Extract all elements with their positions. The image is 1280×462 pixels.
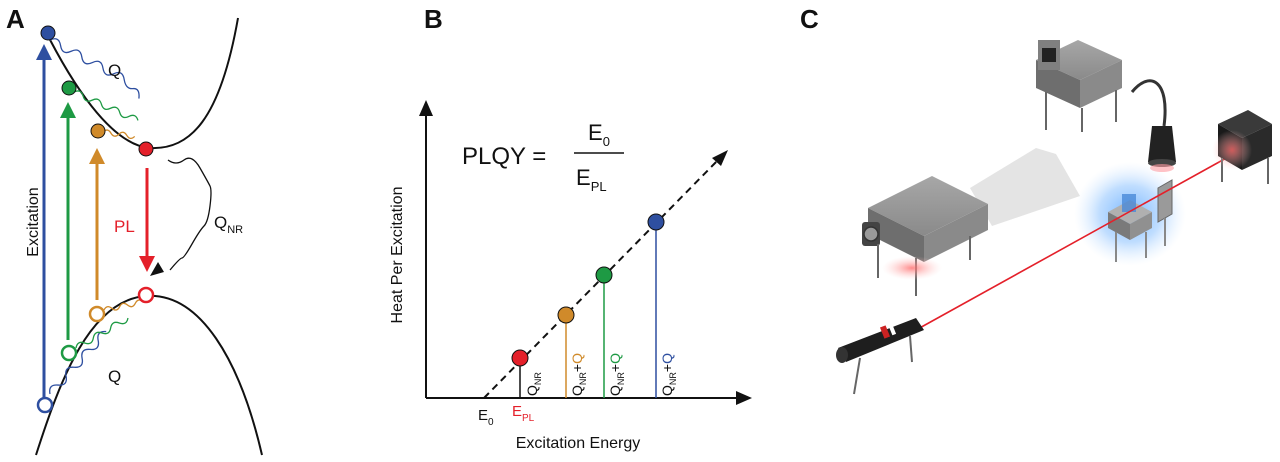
- panel-c: C: [800, 0, 1280, 457]
- stem-label-blue-q2: Q: [659, 353, 675, 364]
- electron-red: [138, 141, 154, 157]
- epl-main: E: [512, 403, 522, 420]
- y-axis-arrowhead: [419, 100, 433, 116]
- monochromator-box: [1036, 40, 1122, 132]
- formula-denominator-sub: PL: [591, 179, 607, 194]
- excitation-arrowhead-blue: [36, 44, 52, 60]
- panel-b: B PLQY = E0 EPL Heat Per Excitation Exci…: [380, 0, 780, 457]
- stem-label-blue-q: Q: [659, 385, 675, 396]
- point-blue: [647, 213, 665, 231]
- e0-sub: 0: [488, 417, 494, 428]
- svg-text:QNR+Q: QNR+Q: [569, 353, 588, 396]
- qnr-wiggle: [167, 157, 212, 271]
- svg-text:QNR+Q: QNR+Q: [607, 353, 626, 396]
- light-cone: [970, 148, 1080, 226]
- valence-band-curve: [35, 294, 263, 456]
- q-label-top: Q: [108, 61, 121, 80]
- epl-tick-label: EPL: [512, 403, 535, 424]
- stem-label-blue-nr: NR: [668, 372, 678, 385]
- detector-red-glow: [1212, 130, 1252, 170]
- electron-blue: [40, 25, 56, 41]
- q-wiggle-green-top: [73, 90, 139, 121]
- qnr-label-main: Q: [214, 213, 227, 232]
- qnr-label-sub: NR: [227, 224, 243, 236]
- pl-label: PL: [114, 217, 135, 236]
- laser-beam: [915, 145, 1249, 331]
- heat-trend-arrowhead: [712, 150, 728, 166]
- svg-text:QNR+Q: QNR+Q: [659, 353, 678, 396]
- hole-orange: [88, 305, 106, 323]
- q-wiggle-blue-top: [49, 38, 140, 99]
- q-label-bottom: Q: [108, 367, 121, 386]
- formula-lhs: PLQY =: [462, 143, 546, 170]
- x-axis-label: Excitation Energy: [516, 435, 641, 452]
- electron-green: [61, 80, 77, 96]
- electron-orange: [90, 123, 106, 139]
- qnr-arrowhead: [150, 262, 164, 276]
- stem-label-green: QNR+Q: [607, 353, 626, 396]
- excitation-arrowhead-orange: [89, 148, 105, 164]
- formula-denominator-main: E: [576, 165, 591, 190]
- formula-numerator-sub: 0: [603, 134, 610, 149]
- light-source-lens: [863, 226, 879, 242]
- stem-label-red-q: Q: [524, 385, 540, 396]
- epl-sub: PL: [522, 413, 535, 424]
- stem-label-green-plus: +: [607, 364, 623, 372]
- stem-label-orange-nr: NR: [578, 372, 588, 385]
- hole-blue: [36, 396, 54, 414]
- hole-red: [137, 286, 155, 304]
- q-wiggle-blue-bottom: [49, 330, 107, 395]
- panel-label-c: C: [800, 4, 819, 34]
- point-red: [511, 349, 529, 367]
- e0-tick-label: E0: [478, 407, 494, 428]
- stem-label-green-q2: Q: [607, 353, 623, 364]
- q-wiggle-green-bottom: [75, 317, 129, 349]
- formula-numerator: E0: [588, 120, 610, 149]
- x-axis-arrowhead: [736, 391, 752, 405]
- plqy-plot: PLQY = E0 EPL Heat Per Excitation Excita…: [389, 100, 752, 452]
- hole-green: [60, 344, 78, 362]
- point-orange: [557, 306, 575, 324]
- stem-label-green-nr: NR: [616, 372, 626, 385]
- laser-device: [836, 318, 924, 395]
- q-wiggle-orange-bottom: [103, 299, 144, 311]
- stem-label-blue-plus: +: [659, 364, 675, 372]
- stem-label-green-q: Q: [607, 385, 623, 396]
- pl-arrowhead: [139, 256, 155, 272]
- svg-text:QNR: QNR: [524, 372, 543, 396]
- fiber-cable: [1130, 79, 1167, 127]
- camera-objective: [1148, 126, 1176, 172]
- stem-label-red-nr: NR: [533, 372, 543, 385]
- excitation-arrowhead-green: [60, 102, 76, 118]
- q-wiggle-orange-top: [102, 129, 136, 140]
- stem-label-orange-q: Q: [569, 385, 585, 396]
- formula-denominator: EPL: [576, 165, 607, 194]
- stem-label-red: QNR: [524, 372, 543, 396]
- panel-a: A: [0, 0, 280, 457]
- experimental-setup-illustration: [836, 40, 1272, 395]
- y-axis-label: Heat Per Excitation: [389, 187, 406, 324]
- band-diagram: Excitation Q Q PL QNR: [25, 17, 263, 456]
- stem-label-orange-plus: +: [569, 364, 585, 372]
- stem-label-orange: QNR+Q: [569, 353, 588, 396]
- e0-main: E: [478, 407, 488, 424]
- light-source-red-glow: [882, 256, 942, 280]
- excitation-label: Excitation: [25, 187, 42, 256]
- formula-numerator-main: E: [588, 120, 603, 145]
- qnr-label: QNR: [214, 213, 243, 236]
- panel-label-a: A: [6, 4, 25, 34]
- panel-label-b: B: [424, 4, 443, 34]
- point-green: [595, 266, 613, 284]
- stem-label-blue: QNR+Q: [659, 353, 678, 396]
- aperture-plate: [1157, 179, 1173, 223]
- stem-label-orange-q2: Q: [569, 353, 585, 364]
